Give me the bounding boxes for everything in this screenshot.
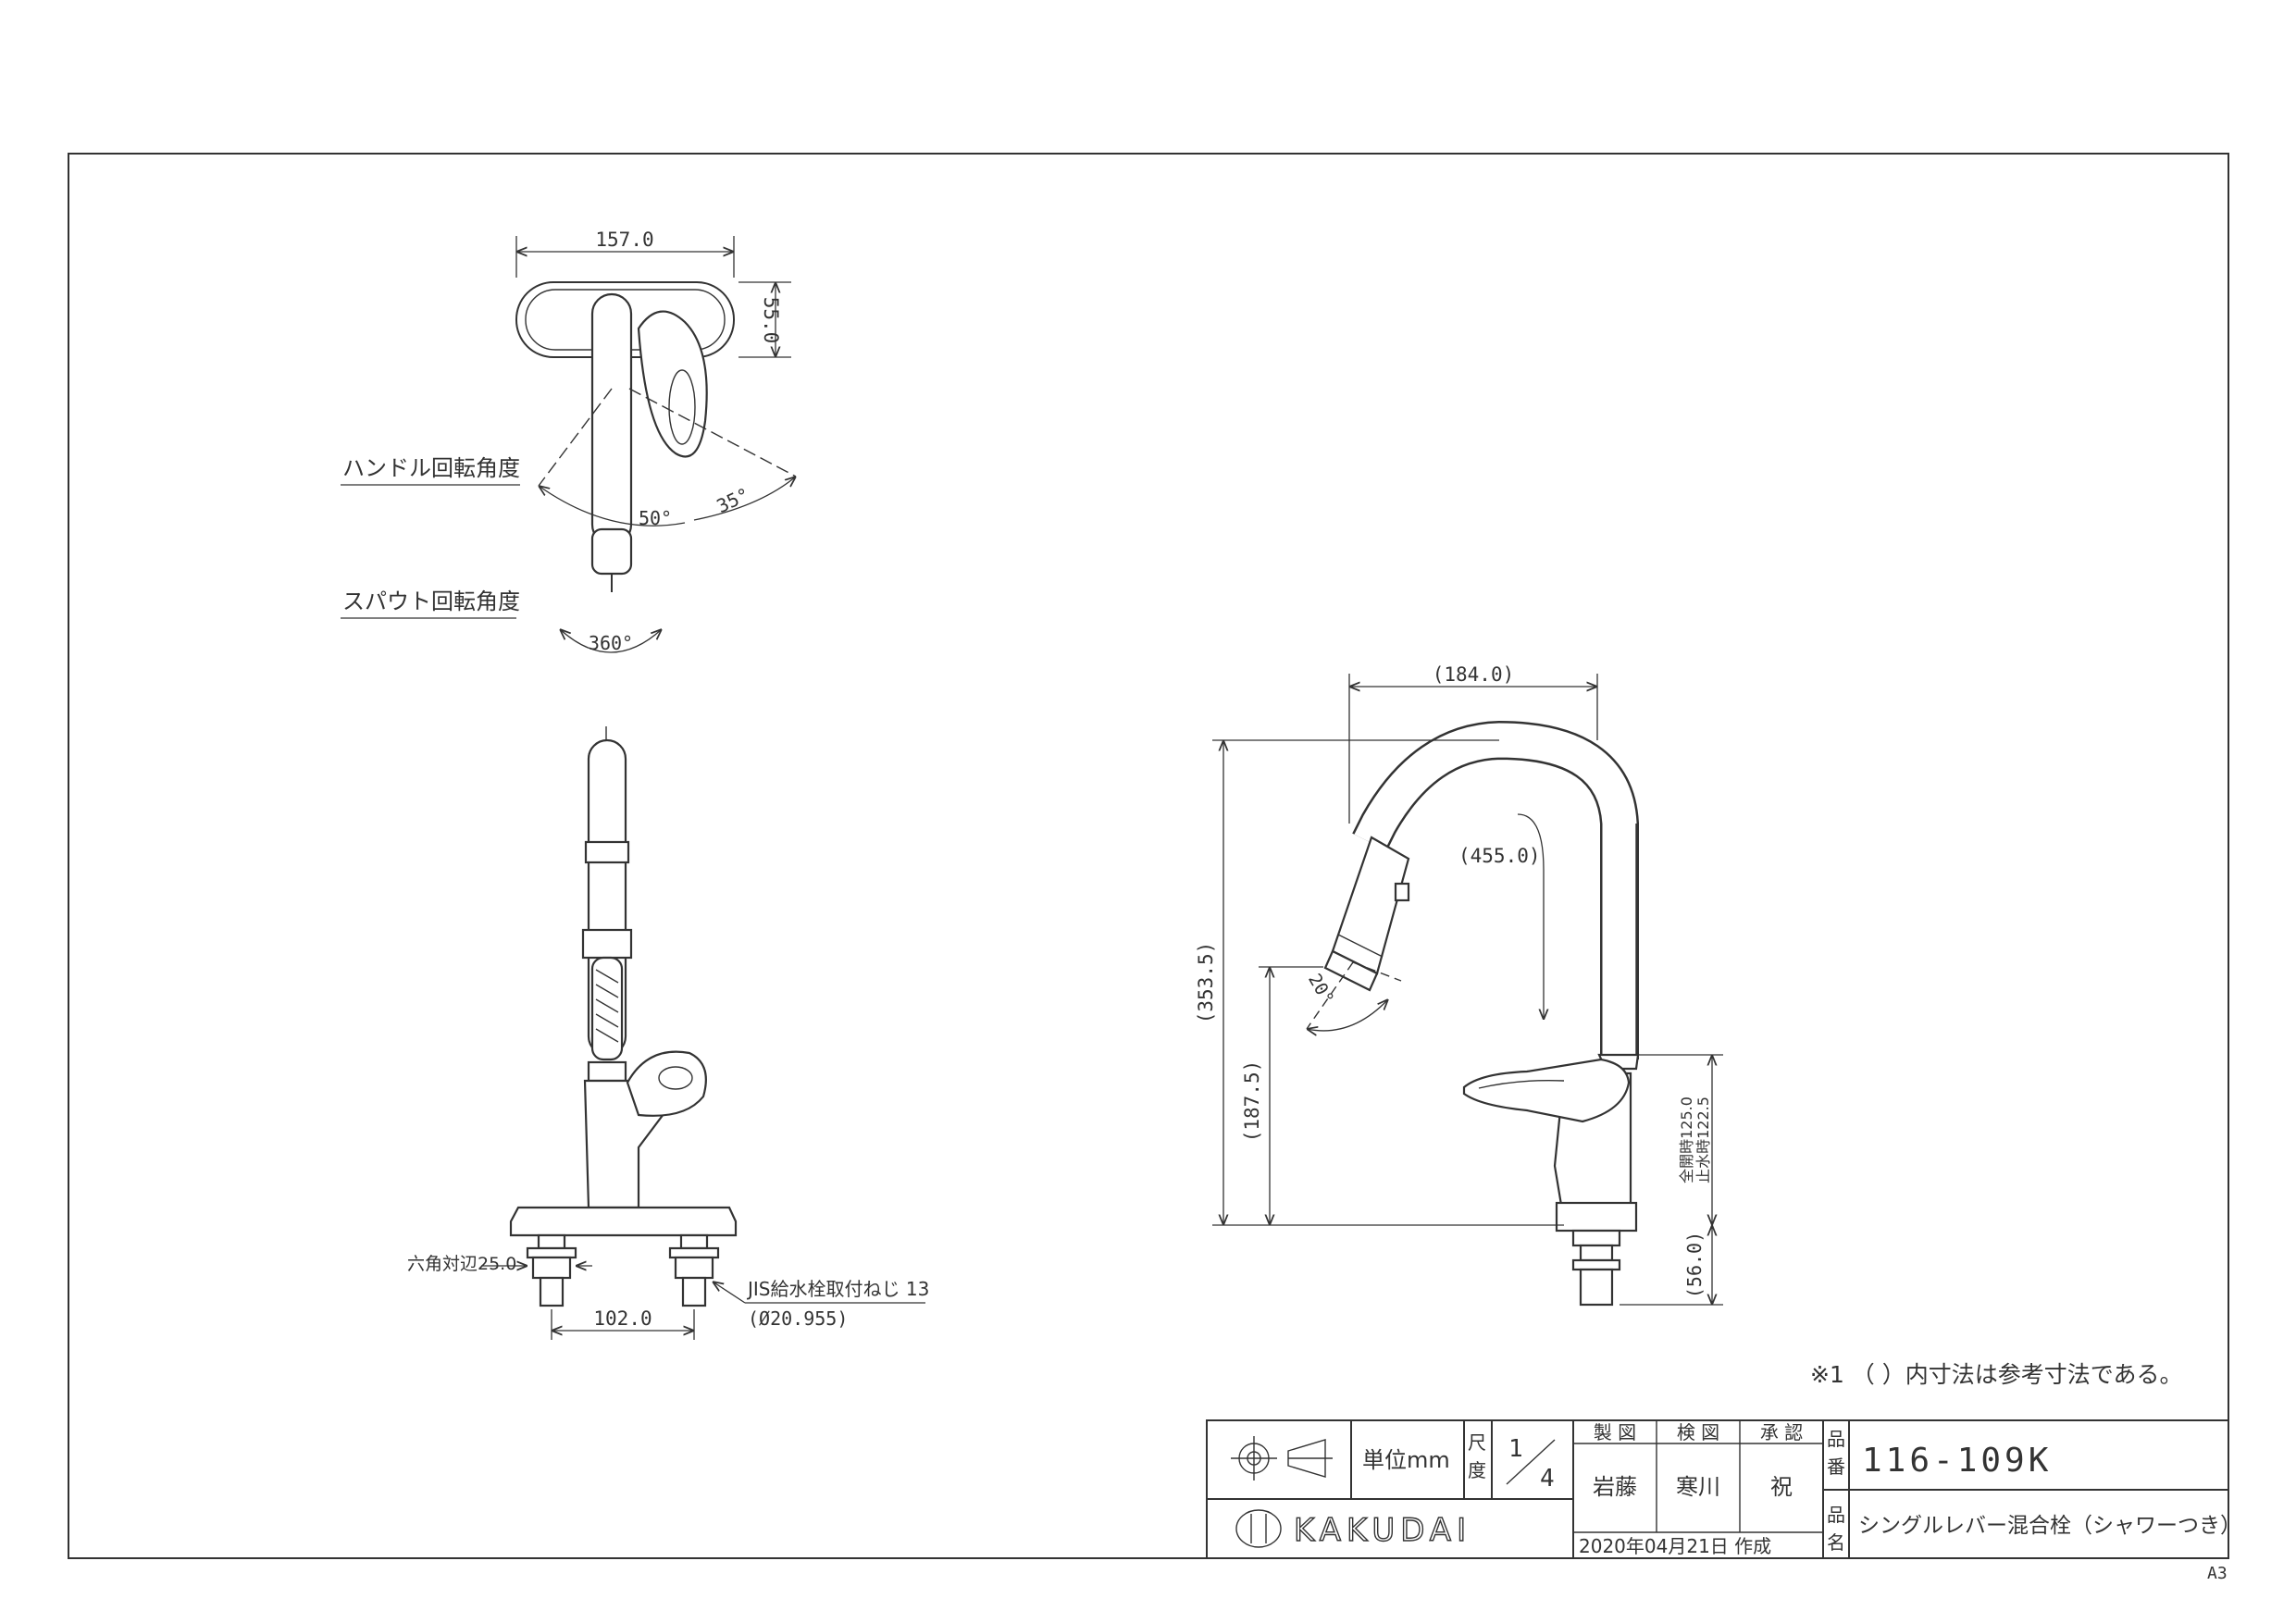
part-name-label-1: 品 [1827, 1504, 1845, 1526]
name-approved: 祝 [1770, 1474, 1793, 1500]
stop-height-dim: 止水時122.5 [1694, 1096, 1712, 1183]
drawing-frame [68, 153, 2229, 1559]
handle-top [637, 310, 708, 458]
scale-denominator: 4 [1540, 1465, 1555, 1493]
reach-dim: (184.0) [1433, 663, 1515, 686]
shank-dim: (56.0) [1683, 1232, 1706, 1298]
col-checked: 検 図 [1677, 1421, 1719, 1443]
spout-height-dim: (187.5) [1241, 1060, 1263, 1143]
handle-front [626, 1050, 707, 1117]
tilt-angle: 20° [1304, 971, 1337, 1009]
part-no-label-1: 品 [1827, 1428, 1845, 1450]
shower-head [1331, 836, 1410, 975]
spout-rotation-label: スパウト回転角度 [342, 588, 520, 614]
top-width-dim: 157.0 [595, 229, 653, 251]
base-front [509, 1206, 738, 1237]
part-name: シングルレバー混合栓（シャワーつき） [1858, 1514, 2241, 1538]
front-view: 六角対辺25.0 102.0 JIS給水栓取付ねじ 13 (Ø20.955) [407, 726, 929, 1340]
brand-logo: KAKUDAI [1294, 1512, 1471, 1549]
col-approved: 承 認 [1760, 1421, 1803, 1443]
part-name-label-2: 名 [1827, 1531, 1845, 1554]
handle-angle-left: 50° [639, 507, 672, 529]
scale-label-1: 尺 [1468, 1431, 1486, 1454]
side-view: (455.0) 20° (184.0) (353.5) (187.5) 全開時1 [1195, 663, 1723, 1307]
pitch-dim: 102.0 [593, 1307, 652, 1330]
title-block: 単位mm 尺 度 1 4 KAKUDAI 製 図 検 図 承 認 岩藤 寒川 祝… [1206, 1419, 2241, 1559]
name-checked: 寒川 [1676, 1474, 1720, 1500]
scale-numerator: 1 [1508, 1435, 1523, 1463]
projection-symbol-icon [1231, 1436, 1333, 1481]
name-drawn: 岩藤 [1593, 1474, 1637, 1500]
top-depth-dim: 55.0 [760, 297, 782, 344]
reference-note: ※1 （ ）内寸法は参考寸法である。 [1810, 1361, 2183, 1388]
lever-side [1462, 1058, 1631, 1123]
scale-label-2: 度 [1468, 1459, 1486, 1481]
thread-diameter: (Ø20.955) [748, 1307, 848, 1330]
spout-angle: 360° [589, 632, 633, 654]
hex-size-label: 六角対辺25.0 [407, 1254, 516, 1274]
hose-length-dim: (455.0) [1458, 845, 1541, 867]
handle-angle-right: 35° [714, 483, 753, 517]
col-drawn: 製 図 [1594, 1421, 1636, 1443]
sheet-size: A3 [2207, 1564, 2228, 1583]
kakudai-logo-icon [1235, 1509, 1282, 1548]
handle-rotation-label: ハンドル回転角度 [342, 455, 520, 481]
height-dim: (353.5) [1195, 942, 1217, 1024]
part-number: 116-109K [1862, 1442, 2052, 1480]
open-height-dim: 全開時125.0 [1678, 1096, 1695, 1183]
part-no-label-2: 番 [1827, 1456, 1845, 1478]
top-view: 157.0 55.0 50° 35° ハンドル回転角度 スパウト回転角度 360… [341, 229, 796, 654]
thread-label: JIS給水栓取付ねじ 13 [746, 1278, 929, 1300]
creation-date: 2020年04月21日 作成 [1579, 1535, 1771, 1557]
unit-label: 単位mm [1362, 1447, 1450, 1473]
spout-top [590, 292, 633, 546]
